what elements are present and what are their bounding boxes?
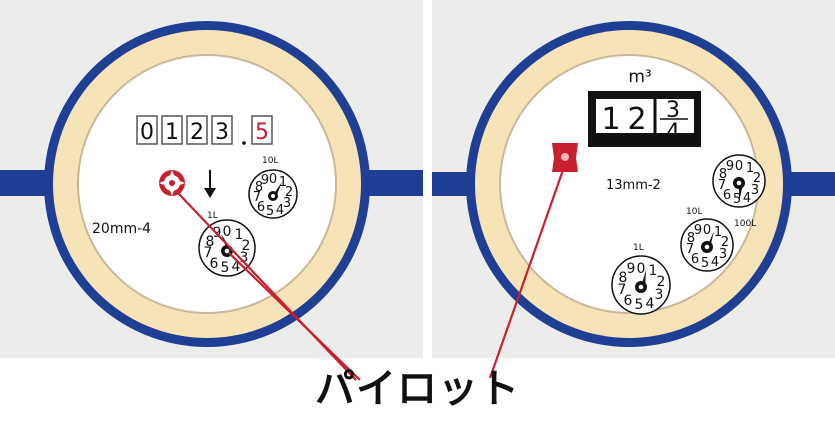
- right-model-label: 13mm-2: [606, 178, 661, 193]
- callout-leader-lines: [177, 169, 565, 381]
- dial-number: 8: [619, 270, 628, 286]
- counter-box: [186, 115, 208, 145]
- dial-number: 6: [624, 293, 633, 309]
- dial-number: 2: [285, 185, 293, 200]
- counter-digit-red: 5: [255, 120, 269, 145]
- counter-digit: 0: [140, 120, 154, 145]
- down-arrow-icon: [204, 170, 216, 198]
- dial-number: 2: [242, 238, 251, 254]
- dial-number: 8: [719, 167, 727, 182]
- dial-number: 4: [711, 255, 719, 270]
- dial-number: 5: [635, 297, 644, 313]
- dial-number: 3: [655, 287, 664, 303]
- counter-digit: 2: [627, 102, 646, 137]
- dial-number: 4: [276, 203, 284, 218]
- dial-number: 0: [223, 224, 232, 240]
- dial-number: 8: [255, 180, 263, 195]
- dial-number: 4: [743, 191, 751, 206]
- counter-digit: 2: [190, 120, 204, 145]
- dial-number: 2: [753, 171, 761, 186]
- dial-number: 0: [269, 172, 277, 187]
- dial-number: 3: [719, 247, 727, 262]
- dial-number: 8: [687, 231, 695, 246]
- right-pilot-icon: [552, 143, 578, 172]
- right-dial-100l: 100L 0 1 2 3 4 5 6 7 8 9: [712, 154, 766, 229]
- dial-number: 9: [694, 223, 702, 238]
- left-dial-10l: 10L 0 1 2 3 4 5 6 7 8 9: [248, 156, 298, 219]
- dial-number: 9: [261, 173, 269, 188]
- right-pipe-left: [432, 172, 472, 196]
- right-counter: 1 2 3 4: [588, 91, 701, 147]
- left-counter: 0 1 2 3 5: [136, 115, 273, 145]
- dial-label: 1L: [207, 211, 218, 221]
- dial-number: 2: [721, 235, 729, 250]
- pilot-callout-label: パイロット: [315, 366, 520, 412]
- dial-number: 8: [206, 234, 215, 250]
- dial-number: 3: [240, 250, 249, 266]
- left-pilot-icon: [159, 170, 185, 196]
- leader-line-right-pilot: [488, 169, 565, 379]
- counter-digit: 1: [601, 102, 620, 137]
- dial-number: 5: [221, 260, 230, 276]
- dial-number: 0: [735, 159, 743, 174]
- dial-number: 1: [235, 227, 244, 243]
- dial-number: 7: [686, 242, 694, 257]
- dial-number: 4: [646, 296, 655, 312]
- right-meter: m³ 1 2 3 4 13mm-2 100L 0 1 2 3: [432, 21, 835, 347]
- dial-number: 7: [618, 282, 627, 298]
- dial-number: 6: [723, 188, 731, 203]
- dial-label: 10L: [686, 207, 702, 217]
- dial-number: 1: [746, 161, 754, 176]
- dial-number: 6: [257, 200, 265, 215]
- unit-label: m³: [628, 67, 651, 87]
- counter-box: [211, 115, 233, 145]
- dial-number: 5: [733, 192, 741, 207]
- dial-number: 0: [703, 223, 711, 238]
- dial-number: 5: [266, 204, 274, 219]
- dial-number: 7: [718, 178, 726, 193]
- dial-label: 100L: [734, 219, 756, 229]
- dial-number: 5: [701, 256, 709, 271]
- left-dial-face: [77, 54, 337, 314]
- counter-digit: 1: [165, 120, 179, 145]
- counter-digit: 3: [215, 120, 229, 145]
- counter-rolling-top: 3: [666, 98, 680, 123]
- dial-number: 7: [204, 245, 213, 261]
- dial-number: 6: [691, 252, 699, 267]
- counter-box: [136, 115, 158, 145]
- dial-label: 10L: [262, 156, 278, 166]
- dial-number: 9: [726, 159, 734, 174]
- left-model-label: 20mm-4: [92, 221, 151, 237]
- dial-number: 1: [279, 175, 287, 190]
- dial-number: 6: [210, 256, 219, 272]
- dial-label: 1L: [633, 243, 644, 253]
- dial-number: 3: [751, 183, 759, 198]
- counter-rolling-bottom: 4: [666, 120, 680, 145]
- decimal-point: [242, 141, 246, 145]
- right-dial-1l: 1L 0 1 2 3 4 5 6 7 8 9: [611, 243, 671, 315]
- dial-number: 0: [637, 261, 646, 277]
- counter-box: [251, 115, 273, 145]
- left-meter: 0 1 2 3 5 10L 0 1 2 3: [0, 21, 423, 347]
- dial-number: 4: [232, 259, 241, 275]
- counter-box: [161, 115, 183, 145]
- dial-number: 2: [657, 274, 666, 290]
- dial-number: 1: [714, 225, 722, 240]
- leader-line-left-dial: [228, 252, 361, 381]
- dial-number: 1: [649, 263, 658, 279]
- dial-number: 7: [253, 190, 261, 205]
- dial-number: 9: [627, 261, 636, 277]
- right-dial-10l: 10L 0 1 2 3 4 5 6 7 8 9: [680, 207, 734, 272]
- dial-number: 3: [283, 196, 291, 211]
